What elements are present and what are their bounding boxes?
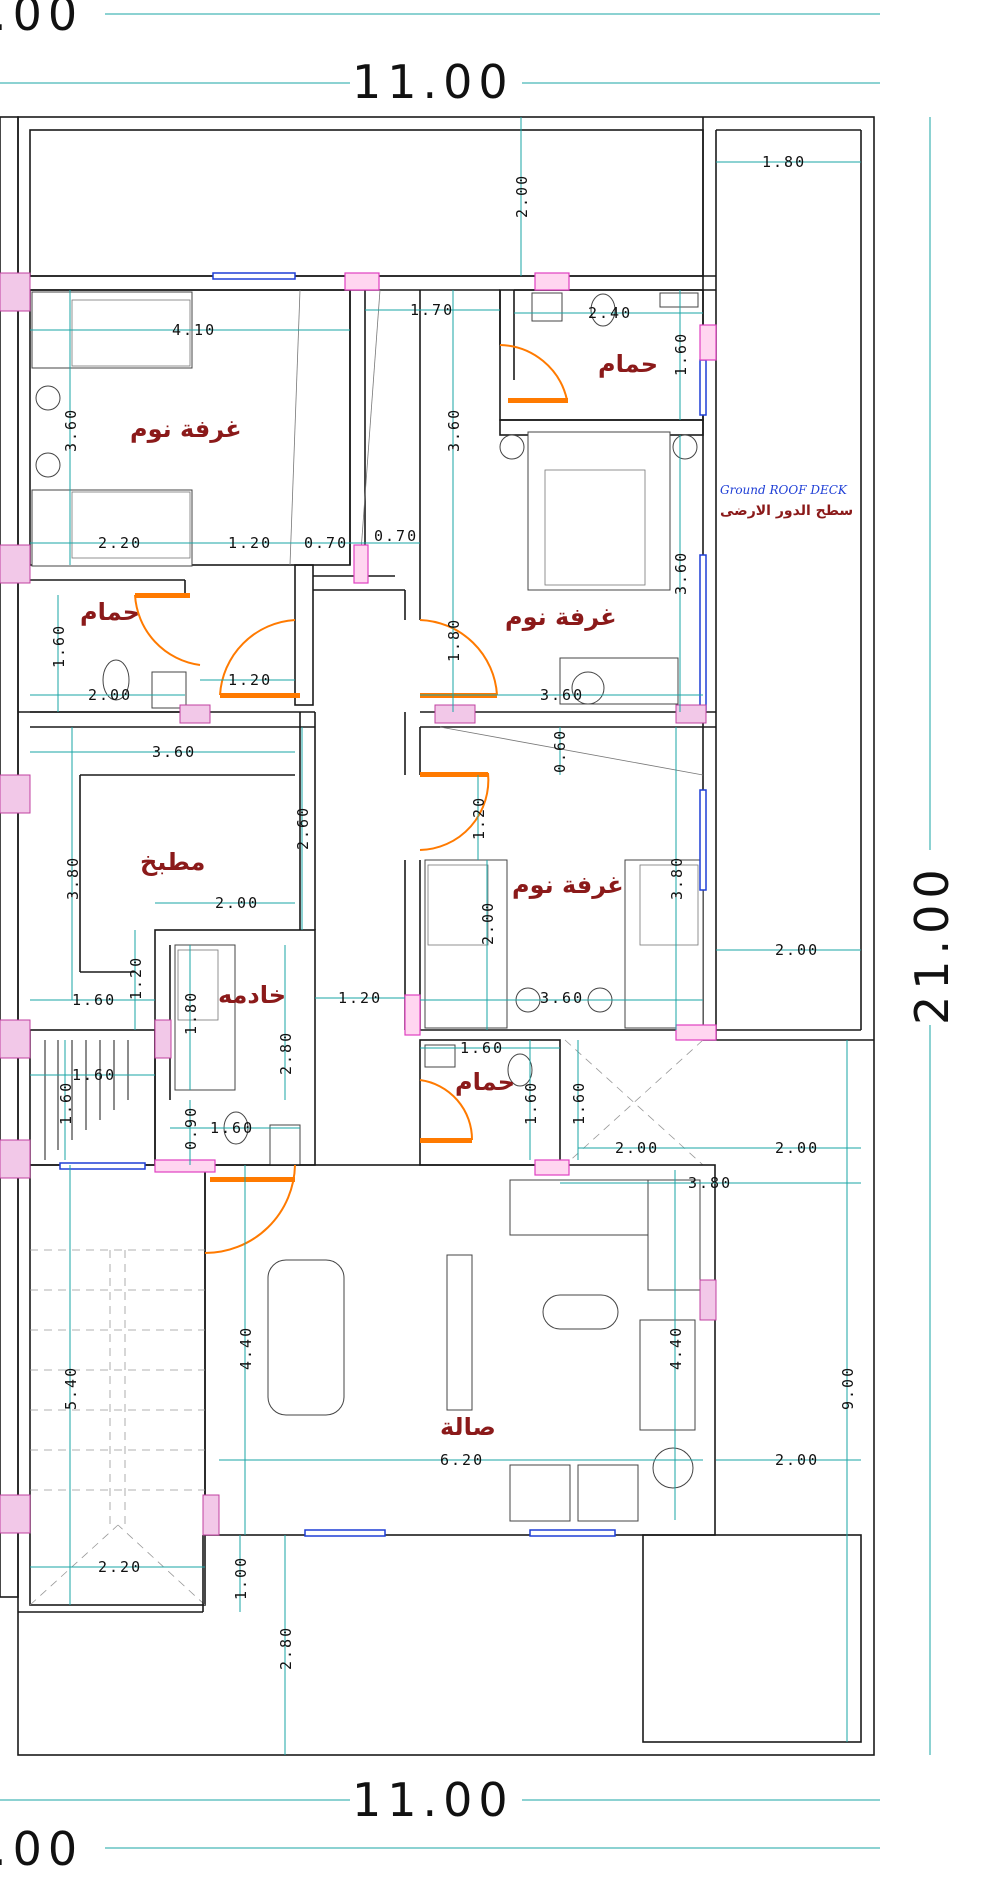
dim-label: 1.60 — [72, 1066, 116, 1084]
dim-label: 3.60 — [672, 551, 690, 595]
dim-label: 6.20 — [440, 1451, 484, 1469]
maid-label: خادمه — [218, 981, 286, 1009]
maid-room: خادمه — [154, 929, 316, 1166]
overall-dimensions: .00 11.00 21.00 11.00 .00 — [0, 0, 959, 1876]
dim-label: 4.40 — [237, 1326, 255, 1370]
left-partial-bottom-dim: .00 — [0, 1822, 83, 1876]
dim-labels: 2.00 1.80 4.10 1.70 2.40 1.60 3.60 3.60 … — [50, 153, 857, 1670]
terrace — [18, 1534, 862, 1743]
dim-label: 2.00 — [775, 1139, 819, 1157]
dim-label: 2.20 — [98, 534, 142, 552]
bath-1-label: حمام — [80, 598, 140, 626]
dim-label: 2.40 — [588, 304, 632, 322]
dim-label: 1.20 — [470, 796, 488, 840]
dim-label: 1.60 — [72, 991, 116, 1009]
right-height-dim: 21.00 — [905, 863, 959, 1025]
bedroom-2: غرفة نوم Ground ROOF DECK سطح الدور الار… — [499, 419, 853, 705]
dim-label: 2.00 — [775, 941, 819, 959]
dim-label: 1.80 — [182, 991, 200, 1035]
dim-label: 2.00 — [513, 174, 531, 218]
dim-label: 3.60 — [540, 989, 584, 1007]
dim-label: 3.60 — [62, 408, 80, 452]
dim-label: 1.20 — [228, 671, 272, 689]
interior-dim-lines — [30, 117, 861, 1755]
window-bedroom-2 — [699, 554, 707, 711]
dim-label: 0.70 — [374, 527, 418, 545]
bath-3-label: حمام — [455, 1068, 515, 1096]
hall: صالة — [204, 1164, 716, 1536]
window-bath-2 — [699, 359, 707, 416]
dim-label: 0.60 — [551, 729, 569, 773]
dim-label: 1.00 — [232, 1556, 250, 1600]
dim-label: 1.60 — [210, 1119, 254, 1137]
corridor — [294, 289, 421, 706]
kitchen: مطبخ — [79, 774, 295, 973]
dim-label: 4.10 — [172, 321, 216, 339]
hall-label: صالة — [440, 1413, 496, 1441]
bedroom-3-label: غرفة نوم — [512, 871, 624, 899]
dim-label: 1.60 — [570, 1081, 588, 1125]
bath-3: حمام — [419, 1039, 704, 1166]
windows — [59, 272, 707, 1537]
dim-label: 1.60 — [57, 1081, 75, 1125]
dim-label: 3.80 — [668, 856, 686, 900]
bottom-width-dim: 11.00 — [352, 1773, 514, 1827]
dim-label: 1.60 — [460, 1039, 504, 1057]
dim-label: 2.00 — [479, 901, 497, 945]
dim-label: 2.80 — [277, 1031, 295, 1075]
dim-label: 3.60 — [152, 743, 196, 761]
stair-upper — [29, 1029, 156, 1166]
window-bedroom-3 — [699, 789, 707, 891]
window-hall-2 — [529, 1529, 616, 1537]
dim-label: 0.90 — [182, 1106, 200, 1150]
dim-label: 1.20 — [127, 956, 145, 1000]
dim-label: 1.20 — [338, 989, 382, 1007]
dim-label: 4.40 — [667, 1326, 685, 1370]
roof-deck-en-note: Ground ROOF DECK — [720, 483, 848, 497]
dim-label: 5.40 — [62, 1366, 80, 1410]
bedroom-1-label: غرفة نوم — [130, 415, 242, 443]
dim-label: 9.00 — [839, 1366, 857, 1410]
dim-label: 1.60 — [50, 624, 68, 668]
dim-label: 2.00 — [775, 1451, 819, 1469]
kitchen-label: مطبخ — [140, 848, 205, 876]
window-hall-1 — [304, 1529, 386, 1537]
dim-label: 1.60 — [522, 1081, 540, 1125]
dim-label: 3.80 — [688, 1174, 732, 1192]
bedroom-2-label: غرفة نوم — [505, 603, 617, 631]
window-stair — [59, 1162, 146, 1170]
dim-label: 2.00 — [615, 1139, 659, 1157]
dim-label: 3.60 — [445, 408, 463, 452]
dim-label: 2.60 — [294, 806, 312, 850]
roof-deck-ar-note: سطح الدور الارضى — [720, 503, 853, 519]
dim-label: 2.00 — [88, 686, 132, 704]
bedroom-1: غرفة نوم — [29, 289, 366, 567]
window-bedroom-1 — [212, 272, 296, 280]
dim-label: 1.70 — [410, 301, 454, 319]
wall-piers — [0, 272, 717, 1536]
dim-label: 2.20 — [98, 1558, 142, 1576]
dim-label: 2.80 — [277, 1626, 295, 1670]
dim-label: 0.70 — [304, 534, 348, 552]
left-partial-top-dim: .00 — [0, 0, 83, 41]
dim-label: 3.60 — [540, 686, 584, 704]
stair-lower — [29, 1164, 206, 1606]
dim-label: 2.00 — [215, 894, 259, 912]
dim-label: 1.80 — [445, 618, 463, 662]
bath-2: حمام — [499, 289, 704, 421]
dim-label: 1.80 — [762, 153, 806, 171]
dim-label: 1.60 — [672, 332, 690, 376]
bath-2-label: حمام — [598, 350, 658, 378]
dim-label: 3.80 — [64, 856, 82, 900]
dim-label: 1.20 — [228, 534, 272, 552]
top-width-dim: 11.00 — [352, 55, 514, 109]
